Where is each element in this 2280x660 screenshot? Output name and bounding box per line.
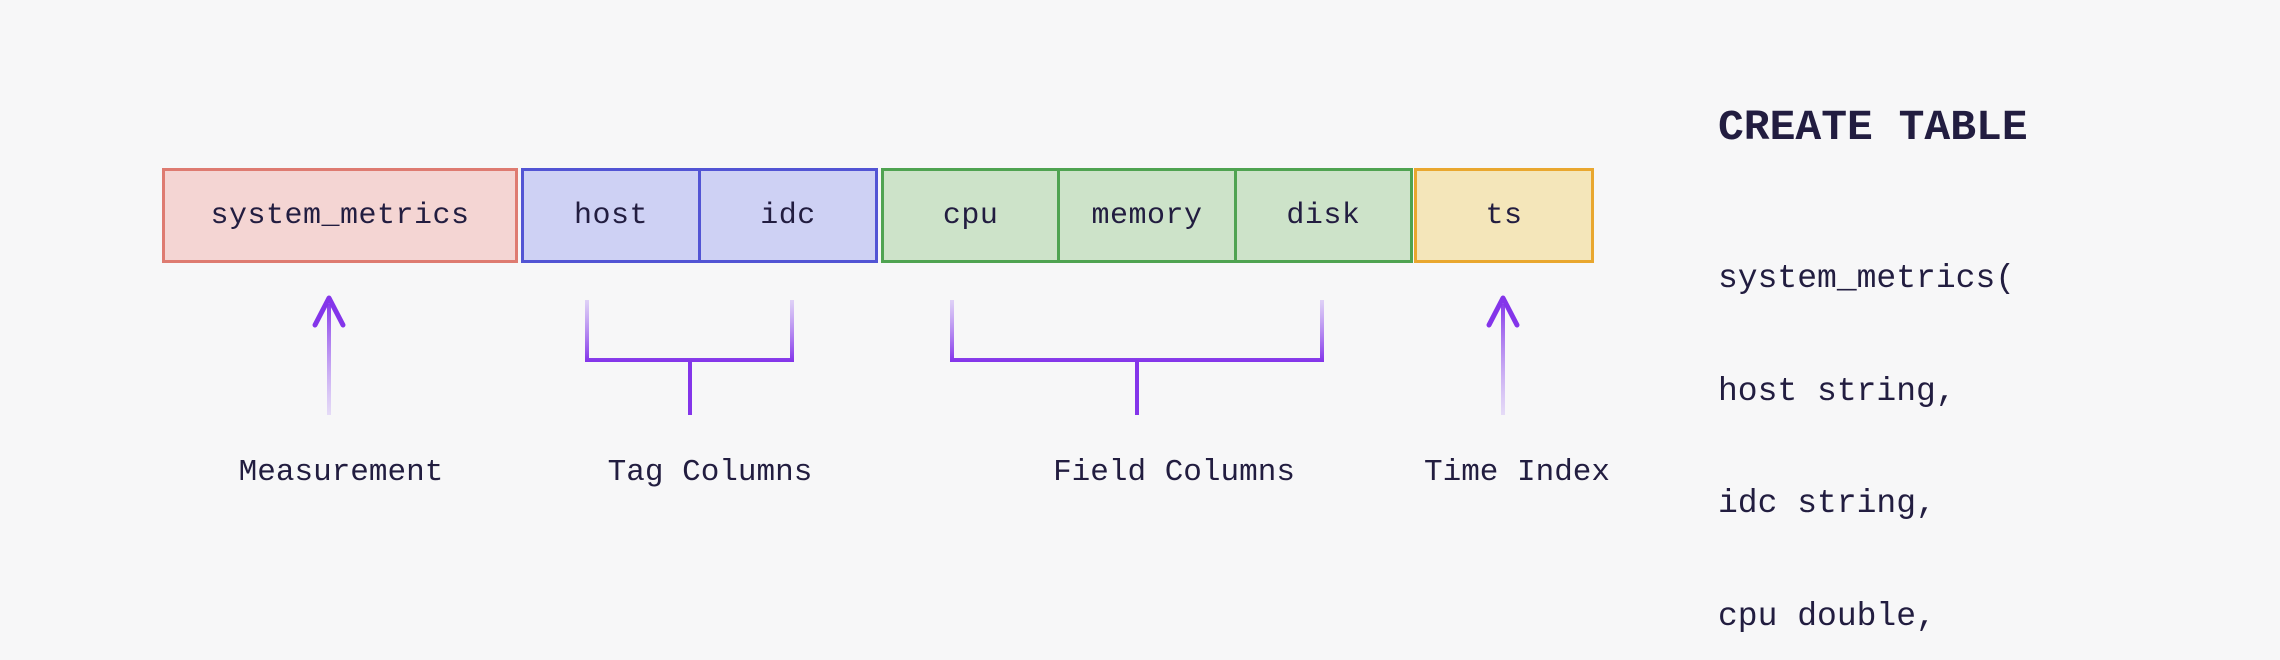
measurement-box: system_metrics xyxy=(162,168,518,263)
field-columns-group: cpu memory disk xyxy=(881,168,1413,263)
field-column-cpu: cpu xyxy=(884,171,1057,260)
tag-column-idc: idc xyxy=(698,171,875,260)
measurement-caption: Measurement xyxy=(238,455,444,490)
measurement-label: system_metrics xyxy=(210,198,470,233)
tag-column-host-label: host xyxy=(573,198,648,233)
field-columns-bracket xyxy=(950,300,1324,415)
measurement-arrow xyxy=(312,295,346,415)
sql-panel: CREATE TABLE system_metrics( host string… xyxy=(1718,106,2193,660)
sql-body: system_metrics( host string, idc string,… xyxy=(1718,185,2193,660)
tag-column-host: host xyxy=(524,171,698,260)
field-column-cpu-label: cpu xyxy=(942,198,999,233)
field-column-disk-label: disk xyxy=(1286,198,1361,233)
time-index-column-ts: ts xyxy=(1417,171,1591,260)
tag-columns-group: host idc xyxy=(521,168,878,263)
field-column-memory-label: memory xyxy=(1091,198,1203,233)
sql-line: idc string, xyxy=(1718,485,1936,522)
sql-line: system_metrics( xyxy=(1718,260,2016,297)
sql-line: cpu double, xyxy=(1718,597,1936,635)
time-index-group: ts xyxy=(1414,168,1594,263)
tag-columns-caption: Tag Columns xyxy=(607,455,813,490)
field-column-memory: memory xyxy=(1057,171,1233,260)
sql-line: host string, xyxy=(1718,372,1956,410)
field-columns-caption: Field Columns xyxy=(1053,455,1295,490)
field-column-disk: disk xyxy=(1233,171,1410,260)
tag-column-idc-label: idc xyxy=(760,198,816,233)
tag-columns-bracket xyxy=(585,300,794,415)
sql-heading: CREATE TABLE xyxy=(1718,103,2028,152)
time-index-arrow xyxy=(1486,295,1520,415)
time-index-column-ts-label: ts xyxy=(1485,198,1523,233)
time-index-caption: Time Index xyxy=(1423,455,1611,490)
